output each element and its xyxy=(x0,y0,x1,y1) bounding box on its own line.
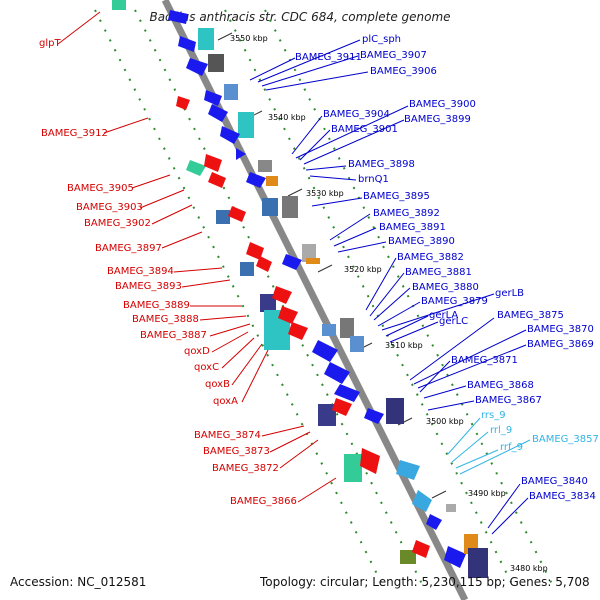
rna-label[interactable]: rrs_9 xyxy=(481,410,506,421)
kbp-tick-label: 3500 kbp xyxy=(426,417,464,426)
gene-label[interactable]: BAMEG_3903 xyxy=(76,202,143,213)
gene-label[interactable]: BAMEG_3899 xyxy=(404,114,471,125)
gene-label[interactable]: qoxC xyxy=(194,362,220,373)
gene-label[interactable]: BAMEG_3893 xyxy=(115,281,182,292)
gene-label[interactable]: BAMEG_3890 xyxy=(388,236,455,247)
gene-label[interactable]: qoxA xyxy=(213,396,238,407)
gene-label[interactable]: BAMEG_3898 xyxy=(348,159,415,170)
gene-label[interactable]: BAMEG_3840 xyxy=(521,476,588,487)
gene-features-right-strand xyxy=(168,10,488,578)
gene-label[interactable]: qoxD xyxy=(184,346,210,357)
gene-label[interactable]: BAMEG_3872 xyxy=(212,463,279,474)
gene-label[interactable]: BAMEG_3888 xyxy=(132,314,199,325)
kbp-tick-label: 3480 kbp xyxy=(510,564,548,573)
gene-label[interactable]: BAMEG_3891 xyxy=(379,222,446,233)
accession-text: Accession: NC_012581 xyxy=(10,575,147,589)
gene-label[interactable]: BAMEG_3906 xyxy=(370,66,437,77)
gene-label[interactable]: BAMEG_3912 xyxy=(41,128,108,139)
gene-label[interactable]: gerLA xyxy=(429,310,459,321)
gene-label[interactable]: BAMEG_3904 xyxy=(323,109,390,120)
gene-label[interactable]: BAMEG_3879 xyxy=(421,296,488,307)
gene-label[interactable]: BAMEG_3897 xyxy=(95,243,162,254)
kbp-tick-label: 3490 kbp xyxy=(468,489,506,498)
gene-label[interactable]: qoxB xyxy=(205,379,230,390)
gene-label[interactable]: BAMEG_3907 xyxy=(360,50,427,61)
map-title: Bacillus anthracis str. CDC 684, complet… xyxy=(149,10,451,24)
genome-summary-text: Topology: circular; Length: 5,230,115 bp… xyxy=(260,575,590,589)
gene-label[interactable]: BAMEG_3881 xyxy=(405,267,472,278)
gene-label[interactable]: gerLC xyxy=(439,316,469,327)
rna-label[interactable]: BAMEG_3857 xyxy=(532,434,599,445)
gene-label[interactable]: BAMEG_3873 xyxy=(203,446,270,457)
kbp-tick-label: 3530 kbp xyxy=(306,189,344,198)
gene-label[interactable]: BAMEG_3866 xyxy=(230,496,297,507)
gene-label[interactable]: BAMEG_3894 xyxy=(107,266,174,277)
rna-label[interactable]: rrf_9 xyxy=(500,442,523,453)
gene-label[interactable]: BAMEG_3880 xyxy=(412,282,479,293)
gene-label[interactable]: glpT xyxy=(39,38,61,49)
gene-label[interactable]: BAMEG_3889 xyxy=(123,300,190,311)
label-leader-lines-rna xyxy=(447,417,531,475)
track-grid xyxy=(94,9,556,591)
gene-label[interactable]: gerLB xyxy=(495,288,525,299)
gene-label[interactable]: BAMEG_3871 xyxy=(451,355,518,366)
label-leader-lines-left xyxy=(57,11,337,503)
gene-label[interactable]: BAMEG_3874 xyxy=(194,430,261,441)
gene-label[interactable]: BAMEG_3895 xyxy=(363,191,430,202)
kbp-tick-label: 3550 kbp xyxy=(230,34,268,43)
gene-label[interactable]: BAMEG_3882 xyxy=(397,252,464,263)
gene-label[interactable]: brnQ1 xyxy=(358,174,389,185)
gene-label[interactable]: BAMEG_3834 xyxy=(529,491,596,502)
kbp-tick-label: 3520 kbp xyxy=(344,265,382,274)
gene-label[interactable]: BAMEG_3892 xyxy=(373,208,440,219)
gene-label[interactable]: BAMEG_3868 xyxy=(467,380,534,391)
rna-label[interactable]: rrl_9 xyxy=(490,425,513,436)
gene-label[interactable]: BAMEG_3901 xyxy=(331,124,398,135)
label-leader-lines-right xyxy=(249,39,529,535)
kbp-tick-label: 3540 kbp xyxy=(268,113,306,122)
gene-label[interactable]: BAMEG_3902 xyxy=(84,218,151,229)
gene-label[interactable]: BAMEG_3869 xyxy=(527,339,594,350)
gene-label[interactable]: BAMEG_3867 xyxy=(475,395,542,406)
genome-backbone xyxy=(161,0,469,600)
gene-features-left-strand xyxy=(112,0,430,564)
kbp-tick-label: 3510 kbp xyxy=(385,341,423,350)
gene-label[interactable]: BAMEG_3905 xyxy=(67,183,134,194)
gene-label[interactable]: BAMEG_3875 xyxy=(497,310,564,321)
gene-label[interactable]: BAMEG_3887 xyxy=(140,330,207,341)
gene-label[interactable]: BAMEG_3911 xyxy=(295,52,362,63)
gene-label[interactable]: BAMEG_3900 xyxy=(409,99,476,110)
gene-label[interactable]: BAMEG_3870 xyxy=(527,324,594,335)
gene-label[interactable]: plC_sph xyxy=(362,34,402,45)
